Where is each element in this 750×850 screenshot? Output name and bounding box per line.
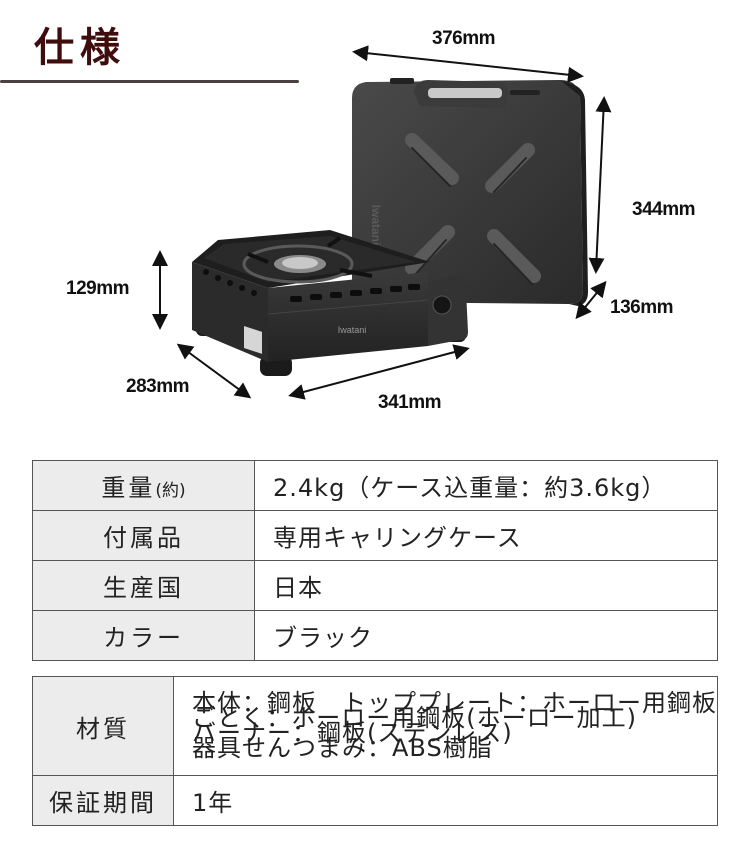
table-row-weight: 重量(約) 2.4kg（ケース込重量：約3.6kg） [32, 460, 718, 511]
carrying-case: Iwatani [352, 78, 588, 306]
stove-width-label: 341mm [378, 392, 442, 413]
spec-table-basic: 重量(約) 2.4kg（ケース込重量：約3.6kg） 付属品 専用キャリングケー… [32, 460, 718, 661]
dimension-arrows [152, 45, 612, 400]
row-label: 保証期間 [32, 775, 174, 826]
table-row-origin: 生産国 日本 [32, 560, 718, 611]
cassette-stove: Iwatani [192, 230, 468, 376]
material-line: 器具せんつまみ：ABS樹脂 [192, 734, 493, 762]
case-depth-label: 136mm [610, 297, 674, 318]
stove-depth-label: 283mm [126, 376, 190, 397]
row-value: 日本 [254, 560, 718, 611]
row-label: 重量(約) [32, 460, 255, 511]
table-row-warranty: 保証期間 1年 [32, 775, 718, 826]
case-width-label: 376mm [432, 28, 496, 49]
svg-text:Iwatani: Iwatani [369, 205, 383, 246]
row-label: カラー [32, 610, 255, 661]
stove-height-label: 129mm [66, 278, 130, 299]
row-value: 2.4kg（ケース込重量：約3.6kg） [254, 460, 718, 511]
table-row-accessories: 付属品 専用キャリングケース [32, 510, 718, 561]
case-height-label: 344mm [632, 199, 696, 220]
row-label: 付属品 [32, 510, 255, 561]
row-label: 材質 [32, 676, 174, 776]
title-underline [0, 80, 299, 83]
svg-text:Iwatani: Iwatani [338, 325, 367, 335]
product-illustration: Iwatani [152, 45, 612, 400]
row-value: 本体：鋼板 トッププレート：ホーロー用鋼板 ごとく：ホーロー用鋼板(ホーロー加工… [173, 676, 718, 776]
row-label: 生産国 [32, 560, 255, 611]
spec-table-material: 材質 本体：鋼板 トッププレート：ホーロー用鋼板 ごとく：ホーロー用鋼板(ホーロ… [32, 676, 718, 826]
row-value: 1年 [173, 775, 718, 826]
row-value: 専用キャリングケース [254, 510, 718, 561]
page-title: 仕様 [34, 25, 126, 71]
row-value: ブラック [254, 610, 718, 661]
table-row-material: 材質 本体：鋼板 トッププレート：ホーロー用鋼板 ごとく：ホーロー用鋼板(ホーロ… [32, 676, 718, 776]
table-row-color: カラー ブラック [32, 610, 718, 661]
